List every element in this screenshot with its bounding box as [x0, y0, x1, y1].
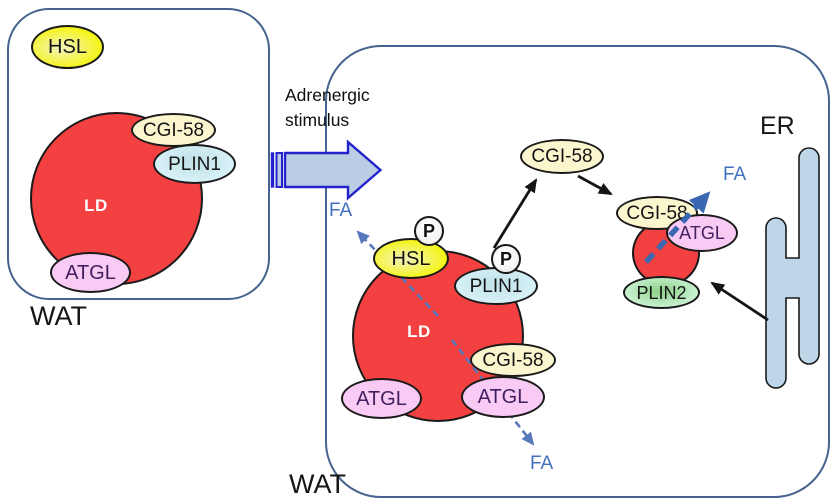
phospho-badge-hsl: P [414, 216, 444, 246]
cgi58-label: CGI-58 [482, 349, 544, 371]
phospho-badge-plin1: P [491, 244, 521, 274]
hsl-protein: HSL [31, 25, 104, 69]
right-wat-label: WAT [289, 469, 346, 499]
phospho-label: P [499, 248, 512, 269]
cgi58-label: CGI-58 [531, 146, 593, 167]
plin1-phospho-protein: PLIN1 [454, 267, 538, 305]
plin2-protein: PLIN2 [623, 276, 700, 309]
atgl-label: ATGL [679, 223, 725, 243]
atgl-label: ATGL [477, 386, 529, 408]
fa-label-top: FA [723, 164, 747, 185]
phospho-label: P [422, 220, 435, 241]
right-ld-label: LD [407, 322, 431, 341]
hsl-label: HSL [48, 36, 87, 58]
stimulus-arrow-stripe-1 [270, 152, 275, 188]
plin2-label: PLIN2 [636, 282, 687, 303]
fa-label-bottom: FA [530, 453, 554, 474]
er-label: ER [760, 112, 795, 140]
cgi58-free-protein: CGI-58 [520, 139, 604, 174]
cgi58-protein: CGI-58 [131, 113, 216, 147]
cgi58-on-ld-protein: CGI-58 [470, 343, 556, 377]
atgl-label: ATGL [356, 387, 407, 410]
atgl-label: ATGL [65, 261, 116, 284]
atgl-active-protein: ATGL [461, 376, 545, 418]
left-wat-label: WAT [30, 301, 87, 331]
hsl-phospho-protein: HSL [373, 238, 449, 279]
left-ld-label: LD [84, 196, 108, 215]
plin1-label: PLIN1 [469, 275, 523, 297]
plin1-protein: PLIN1 [153, 144, 236, 184]
stimulus-arrow-stripe-2 [275, 152, 283, 188]
cgi58-label: CGI-58 [142, 119, 205, 141]
fa-label-left: FA [329, 200, 353, 221]
plin1-label: PLIN1 [168, 153, 221, 175]
hsl-label: HSL [391, 247, 431, 270]
atgl-protein-left: ATGL [341, 378, 422, 419]
atgl-protein: ATGL [50, 252, 131, 293]
atgl-small-ld-protein: ATGL [666, 214, 738, 252]
adrenergic-stimulus-label: Adrenergic stimulus [285, 85, 370, 131]
